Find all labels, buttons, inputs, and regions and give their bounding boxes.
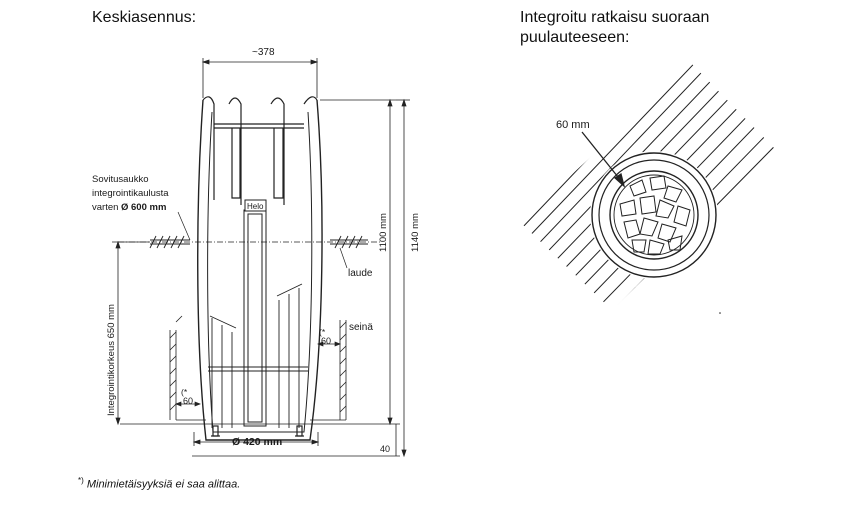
brand-label: Helo bbox=[247, 202, 264, 211]
bench-cutout-circle bbox=[591, 152, 717, 278]
right-title-line2: puulauteeseen: bbox=[520, 29, 630, 46]
height-1140-dimension bbox=[396, 98, 410, 458]
min-distance-left-dimension bbox=[175, 401, 201, 407]
sauna-stones bbox=[619, 175, 691, 255]
min-distance-mark-right: (* bbox=[319, 327, 326, 337]
cutout-label-line3: varten bbox=[92, 202, 118, 213]
side-elevation-drawing: ~378 Helo bbox=[92, 47, 421, 458]
right-diagram-title: Integroitu ratkaisu suoraan puulauteesee… bbox=[520, 8, 709, 48]
top-width-label: ~378 bbox=[252, 47, 275, 58]
cutout-diameter: Ø 600 mm bbox=[121, 202, 166, 213]
distance-label: 60 mm bbox=[556, 119, 590, 131]
floor-line bbox=[120, 419, 400, 457]
min-distance-value-right: 60 bbox=[321, 336, 331, 346]
heater-outer-body bbox=[197, 99, 323, 441]
base-diameter-label: Ø 420 mm bbox=[232, 436, 282, 448]
heater-feet bbox=[211, 425, 304, 437]
collar-ring bbox=[598, 159, 710, 271]
foot-height-label: 40 bbox=[380, 444, 390, 454]
height-1100-label: 1100 mm bbox=[378, 213, 389, 252]
left-wall-section bbox=[169, 315, 183, 420]
left-diagram-title: Keskiasennus: bbox=[92, 9, 197, 26]
height-1140-label: 1140 mm bbox=[410, 213, 421, 252]
integration-height-label: Integrointikorkeus 650 mm bbox=[106, 304, 117, 416]
cutout-label-line1: Sovitusaukko bbox=[92, 174, 149, 185]
cutout-label-line2: integrointikaulusta bbox=[92, 188, 169, 199]
footnote-mark: *) bbox=[78, 476, 84, 485]
stray-dot bbox=[719, 312, 721, 314]
min-distance-mark-left: (* bbox=[181, 387, 188, 397]
min-distance-value-left: 60 bbox=[183, 396, 193, 406]
height-1100-dimension bbox=[320, 98, 396, 426]
top-fins bbox=[202, 96, 318, 205]
right-wall-section bbox=[339, 320, 347, 420]
bench-left-section bbox=[149, 235, 190, 249]
stone-basket bbox=[613, 174, 695, 256]
bench-right-section bbox=[330, 235, 368, 249]
distance-leader-arrow bbox=[581, 131, 626, 188]
wall-label: seinä bbox=[349, 322, 373, 333]
integration-height-dimension bbox=[112, 240, 150, 426]
bench-label: laude bbox=[348, 268, 373, 279]
top-width-dimension bbox=[201, 58, 319, 98]
min-distance-right-dimension bbox=[317, 341, 341, 347]
right-title-line1: Integroitu ratkaisu suoraan bbox=[520, 9, 710, 26]
footnote: *) Minimietäisyyksiä ei saa alittaa. bbox=[78, 476, 240, 491]
heater-inner-body bbox=[207, 111, 313, 433]
footnote-text: Minimietäisyyksiä ei saa alittaa. bbox=[83, 478, 241, 491]
control-column bbox=[243, 199, 267, 427]
top-view-drawing: 60 mm bbox=[520, 64, 776, 314]
lower-grille bbox=[208, 283, 308, 428]
base-diameter-dimension bbox=[192, 432, 320, 446]
